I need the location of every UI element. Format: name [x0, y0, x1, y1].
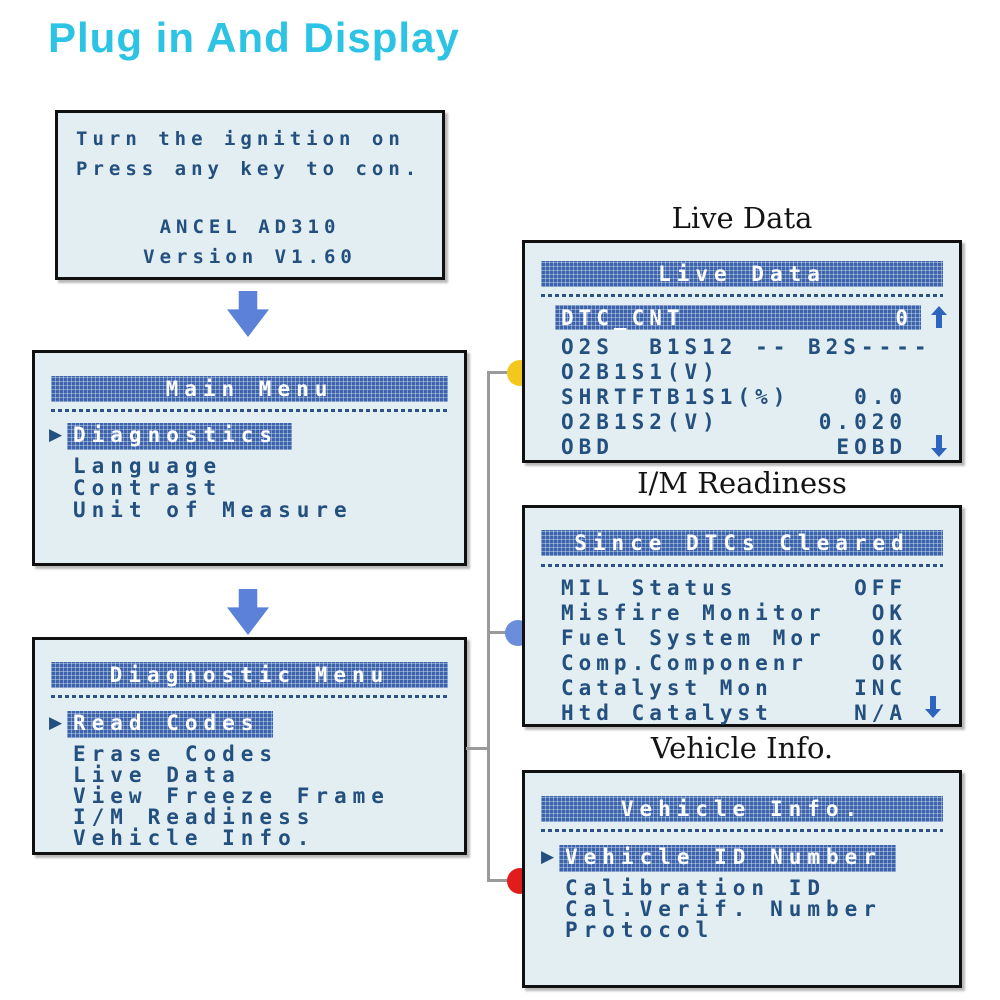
- monitor-name: Catalyst Mon: [561, 676, 773, 700]
- separator-line: [541, 564, 943, 567]
- live-data-screen: Live Data DTC_CNT 0 O2S B1S12 -- B2S----…: [522, 240, 962, 463]
- main-menu-screen: Main Menu ▶ Diagnostics Language Contras…: [32, 350, 467, 566]
- live-data-row: O2B1S1(V): [561, 360, 907, 385]
- menu-item-view-freeze-frame: View Freeze Frame: [73, 784, 390, 808]
- monitor-name: MIL Status: [561, 576, 738, 600]
- menu-item-protocol: Protocol: [565, 918, 715, 942]
- im-row: Fuel System Mor OK: [561, 626, 907, 651]
- pid-value: 0.020: [818, 410, 907, 434]
- cursor-icon: ▶: [49, 425, 63, 445]
- monitor-name: Fuel System Mor: [561, 626, 826, 650]
- vehicle-info-caption: Vehicle Info.: [650, 731, 834, 765]
- separator-line: [541, 829, 943, 832]
- pid-value: 0.0: [854, 385, 907, 409]
- live-data-row: SHRTFTB1S1(%) 0.0: [561, 385, 907, 410]
- flow-arrow-down-icon: [227, 589, 269, 635]
- menu-item-erase-codes: Erase Codes: [73, 742, 279, 766]
- connector-branch-diagnostic-menu: [466, 747, 489, 750]
- monitor-name: Comp.Componenr: [561, 651, 809, 675]
- monitor-status: INC: [854, 676, 907, 700]
- separator-line: [51, 409, 448, 412]
- menu-item-read-codes: Read Codes: [67, 711, 273, 738]
- pid-name: O2S B1S12 -- B2S----: [561, 335, 932, 359]
- monitor-status: N/A: [854, 701, 907, 725]
- monitor-status: OK: [871, 651, 907, 675]
- pid-value: 0: [895, 305, 913, 330]
- cursor-icon: ▶: [541, 847, 555, 867]
- scroll-down-icon: [931, 435, 947, 457]
- welcome-device-name: ANCEL AD310: [159, 216, 341, 238]
- pid-name: SHRTFTB1S1(%): [561, 385, 791, 409]
- menu-item-calibration-id: Calibration ID: [565, 876, 827, 900]
- scroll-up-icon: [931, 306, 947, 328]
- live-data-row: O2B1S2(V) 0.020: [561, 410, 907, 435]
- welcome-screen: Turn the ignition on Press any key to co…: [55, 110, 445, 280]
- im-row: Comp.Componenr OK: [561, 651, 907, 676]
- menu-item-vehicle-info: Vehicle Info.: [73, 826, 316, 850]
- menu-item-live-data: Live Data: [73, 763, 241, 787]
- separator-line: [541, 294, 943, 297]
- im-row: Catalyst Mon INC: [561, 676, 907, 701]
- connector-branch-im-readiness: [487, 631, 520, 634]
- pid-name: O2B1S2(V): [561, 410, 720, 434]
- welcome-line-1: Turn the ignition on: [76, 128, 405, 150]
- live-data-row: OBD EOBD: [561, 435, 907, 460]
- connector-branch-vehicle-info: [487, 879, 522, 882]
- connector-vertical-line: [487, 372, 490, 882]
- menu-item-language: Language: [73, 454, 223, 478]
- im-row: MIL Status OFF: [561, 576, 907, 601]
- monitor-status: OK: [871, 601, 907, 625]
- page-title: Plug in And Display: [48, 14, 460, 61]
- im-readiness-header: Since DTCs Cleared: [541, 530, 943, 556]
- live-data-caption: Live Data: [671, 201, 813, 235]
- connector-branch-live-data: [487, 371, 522, 374]
- menu-item-cal-verif-number: Cal.Verif. Number: [565, 897, 882, 921]
- menu-item-im-readiness: I/M Readiness: [73, 805, 316, 829]
- im-row: Htd Catalyst N/A: [561, 701, 907, 726]
- vehicle-info-header: Vehicle Info.: [541, 796, 943, 822]
- welcome-line-2: Press any key to con.: [76, 158, 422, 180]
- menu-item-unit-of-measure: Unit of Measure: [73, 498, 353, 522]
- scroll-down-icon: [925, 696, 941, 718]
- pid-value: EOBD: [836, 435, 907, 459]
- menu-item-contrast: Contrast: [73, 476, 223, 500]
- welcome-version: Version V1.60: [143, 246, 357, 268]
- monitor-name: Misfire Monitor: [561, 601, 826, 625]
- live-data-row: O2S B1S12 -- B2S----: [561, 335, 927, 360]
- separator-line: [51, 695, 448, 698]
- menu-item-diagnostics: Diagnostics: [67, 423, 292, 450]
- pid-name: O2B1S1(V): [561, 360, 720, 384]
- diagnostic-menu-header: Diagnostic Menu: [51, 662, 448, 688]
- monitor-name: Htd Catalyst: [561, 701, 773, 725]
- live-data-header: Live Data: [541, 261, 943, 287]
- monitor-status: OFF: [854, 576, 907, 600]
- im-readiness-screen: Since DTCs Cleared MIL Status OFF Misfir…: [522, 505, 962, 727]
- pid-name: DTC_CNT: [561, 305, 685, 330]
- pid-name: OBD: [561, 435, 614, 459]
- cursor-icon: ▶: [49, 713, 63, 733]
- flow-arrow-down-icon: [227, 291, 269, 337]
- diagnostic-menu-screen: Diagnostic Menu ▶ Read Codes Erase Codes…: [32, 637, 467, 855]
- monitor-status: OK: [871, 626, 907, 650]
- vehicle-info-screen: Vehicle Info. ▶ Vehicle ID Number Calibr…: [522, 770, 962, 988]
- menu-item-vehicle-id-number: Vehicle ID Number: [559, 845, 896, 872]
- live-data-selected-row: DTC_CNT 0: [555, 305, 921, 330]
- im-row: Misfire Monitor OK: [561, 601, 907, 626]
- im-readiness-caption: I/M Readiness: [637, 466, 847, 500]
- main-menu-header: Main Menu: [51, 376, 448, 402]
